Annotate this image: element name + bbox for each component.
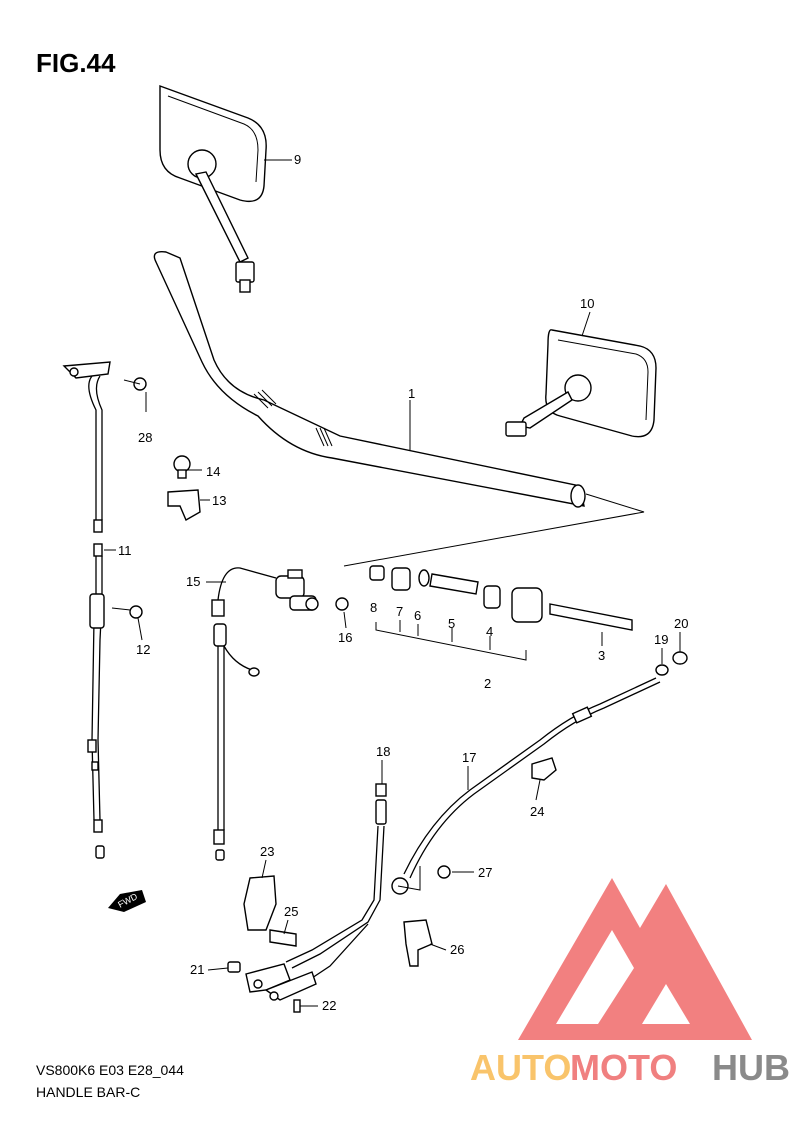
bracket-23 — [243, 875, 297, 947]
cable-11 — [62, 361, 147, 859]
model-code: VS800K6 E03 E28_044 — [36, 1062, 184, 1078]
handle-bar — [153, 251, 645, 567]
grip-assembly — [369, 565, 633, 661]
callout-17: 17 — [462, 750, 476, 765]
callout-13: 13 — [212, 493, 226, 508]
callout-23: 23 — [260, 844, 274, 859]
callout-24: 24 — [530, 804, 544, 819]
watermark-moto: MOTO — [570, 1047, 677, 1088]
cable-15 — [211, 567, 349, 861]
callout-27: 27 — [478, 865, 492, 880]
figure-title: FIG.44 — [36, 48, 116, 78]
mirror-right — [505, 329, 657, 438]
leader-lines — [104, 159, 681, 1007]
callout-12: 12 — [136, 642, 150, 657]
callout-1: 1 — [408, 386, 415, 401]
callout-8: 8 — [370, 600, 377, 615]
callout-15: 15 — [186, 574, 200, 589]
watermark-logo — [518, 878, 752, 1040]
fwd-arrow: FWD — [108, 890, 146, 912]
section-name: HANDLE BAR-C — [36, 1084, 141, 1100]
callout-16: 16 — [338, 630, 352, 645]
callout-2: 2 — [484, 676, 491, 691]
callout-11: 11 — [118, 543, 132, 558]
callout-4: 4 — [486, 624, 493, 639]
cable-18 — [285, 783, 387, 987]
callout-6: 6 — [414, 608, 421, 623]
callout-3: 3 — [598, 648, 605, 663]
watermark-auto: AUTO — [470, 1047, 571, 1088]
cable-ends — [227, 961, 317, 1013]
cable-clamp — [167, 455, 201, 521]
callout-25: 25 — [284, 904, 298, 919]
callout-14: 14 — [206, 464, 220, 479]
callout-5: 5 — [448, 616, 455, 631]
bar-knurl-right — [315, 427, 333, 447]
bar-knurl-left — [253, 389, 277, 409]
callout-19: 19 — [654, 632, 668, 647]
callout-labels: 1 2 3 4 5 6 7 8 9 10 11 12 13 14 15 16 1… — [118, 152, 688, 1013]
callout-10: 10 — [580, 296, 594, 311]
callout-22: 22 — [322, 998, 336, 1013]
mirror-left — [159, 85, 267, 293]
callout-20: 20 — [674, 616, 688, 631]
callout-28: 28 — [138, 430, 152, 445]
watermark-hub: HUB — [712, 1047, 790, 1088]
callout-7: 7 — [396, 604, 403, 619]
callout-26: 26 — [450, 942, 464, 957]
callout-9: 9 — [294, 152, 301, 167]
cable-17 — [403, 651, 688, 879]
callout-18: 18 — [376, 744, 390, 759]
watermark-text: AUTO MOTO HUB — [470, 1047, 790, 1088]
bracket-26 — [391, 865, 451, 967]
callout-21: 21 — [190, 962, 204, 977]
